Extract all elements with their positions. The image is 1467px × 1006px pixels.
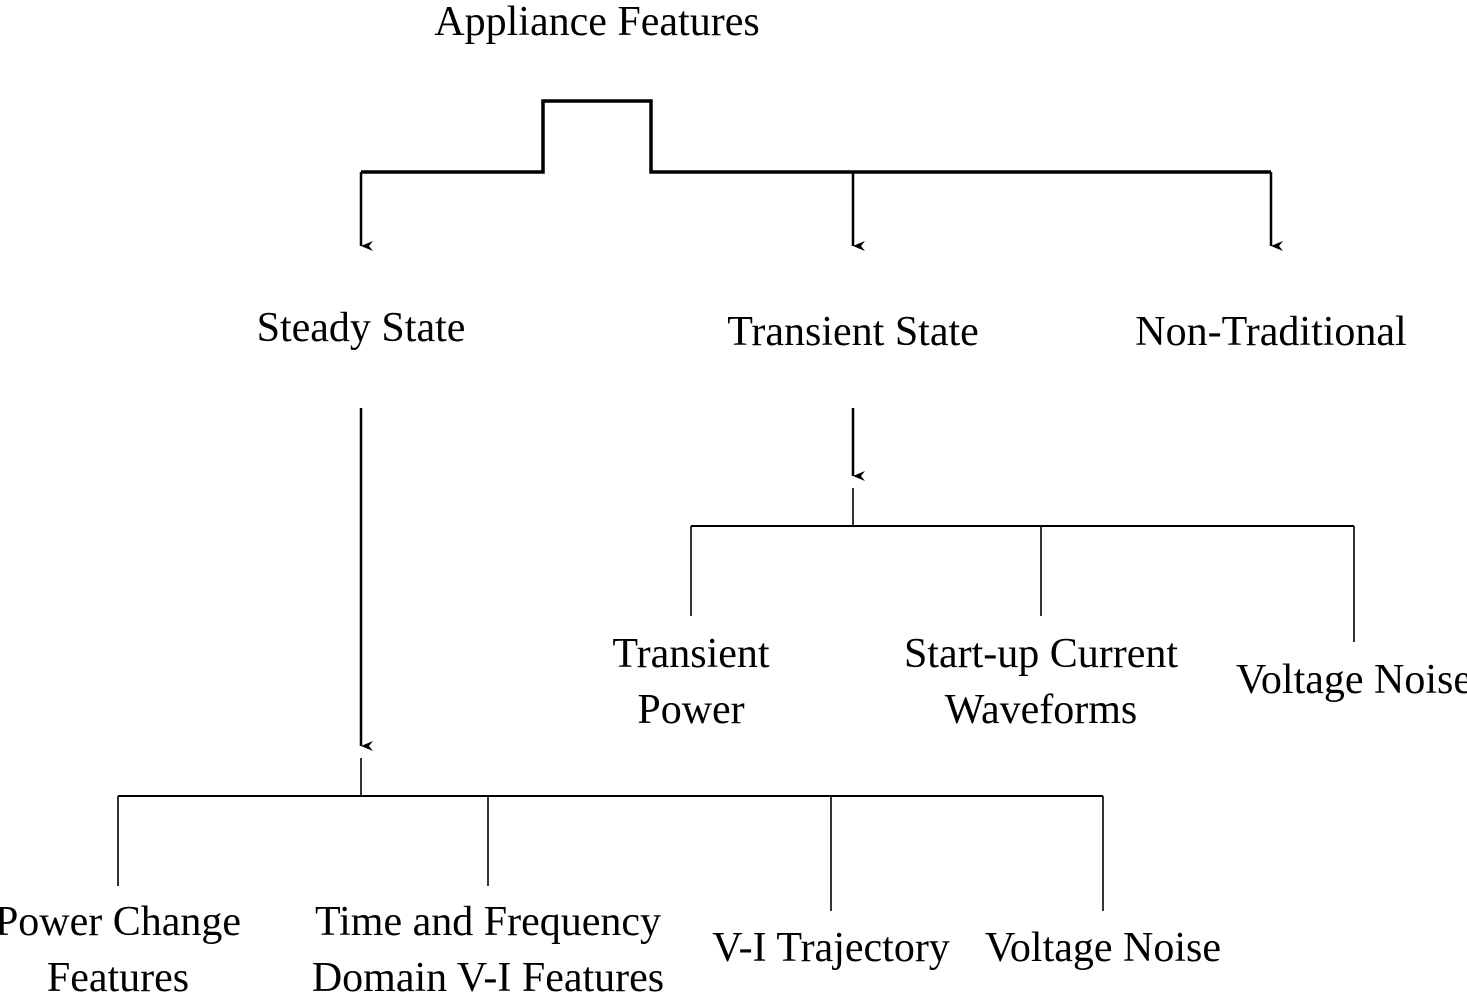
root-bracket bbox=[361, 99, 1271, 174]
node-steady-voltage-noise: Voltage Noise bbox=[984, 925, 1222, 971]
node-power-change-features: Power Change Features bbox=[0, 899, 242, 1001]
node-non-traditional: Non-Traditional bbox=[1135, 309, 1407, 355]
node-vi-trajectory: V-I Trajectory bbox=[712, 925, 950, 971]
node-startup-current-waveforms: Start-up Current Waveforms bbox=[903, 631, 1179, 733]
node-transient-state: Transient State bbox=[727, 309, 979, 355]
node-transient-voltage-noise: Voltage Noise bbox=[1235, 657, 1467, 703]
node-steady-state: Steady State bbox=[256, 305, 466, 351]
node-time-frequency-vi-features: Time and Frequency Domain V-I Features bbox=[311, 899, 665, 1001]
node-transient-power: Transient Power bbox=[612, 631, 770, 733]
root-node-label: Appliance Features bbox=[434, 0, 760, 45]
